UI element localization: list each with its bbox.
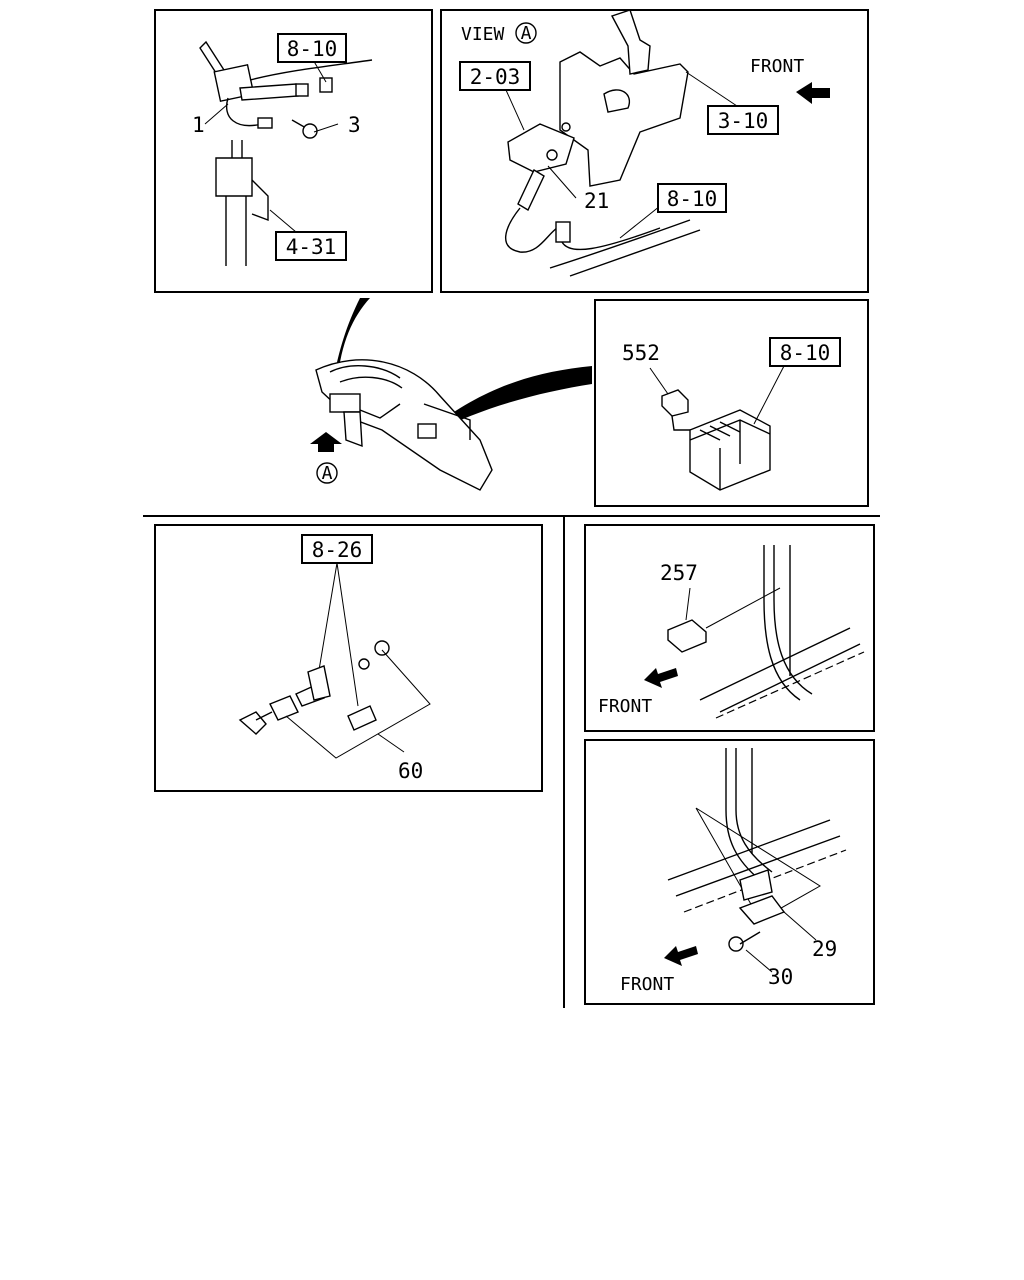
front-arrow-icon [796, 82, 830, 104]
mid-a-letter: A [322, 463, 333, 484]
part-number-1: 1 [192, 113, 205, 137]
view-arrow-icon [310, 432, 342, 452]
part-number-30: 30 [768, 965, 793, 989]
front-arrow-icon-b [644, 668, 678, 688]
panel-switch: 8-10 1 3 4-31 [154, 9, 433, 293]
panel-bracket: 29 30 FRONT [584, 739, 875, 1005]
ref-8-10-c: 8-10 [780, 341, 831, 365]
panel-sensor: 8-26 60 [154, 524, 543, 792]
mid-a-circle-icon [316, 462, 338, 484]
ref-8-10-b: 8-10 [667, 187, 718, 211]
ref-2-03: 2-03 [470, 65, 521, 89]
part-number-60: 60 [398, 759, 423, 783]
part-number-257: 257 [660, 561, 698, 585]
part-number-552: 552 [622, 341, 660, 365]
panel-connector: 257 FRONT [584, 524, 875, 732]
view-a-letter: A [521, 23, 532, 44]
dashboard-overview: A [310, 298, 592, 491]
panel-view-a: VIEW A FRONT 2-03 3-10 21 8-10 [440, 9, 869, 293]
ref-8-10-a: 8-10 [287, 37, 338, 61]
view-label: VIEW [461, 24, 505, 45]
panel-relay: 552 8-10 [594, 299, 869, 507]
front-arrow-icon-c [664, 946, 698, 966]
front-label-bracket: FRONT [620, 974, 674, 995]
part-number-29: 29 [812, 937, 837, 961]
part-number-21: 21 [584, 189, 609, 213]
view-a-circle-icon [515, 22, 537, 44]
part-number-3: 3 [348, 113, 361, 137]
front-label-view: FRONT [750, 56, 804, 77]
ref-8-26: 8-26 [312, 538, 363, 562]
ref-4-31: 4-31 [286, 235, 337, 259]
ref-3-10: 3-10 [718, 109, 769, 133]
front-label-connector: FRONT [598, 696, 652, 717]
